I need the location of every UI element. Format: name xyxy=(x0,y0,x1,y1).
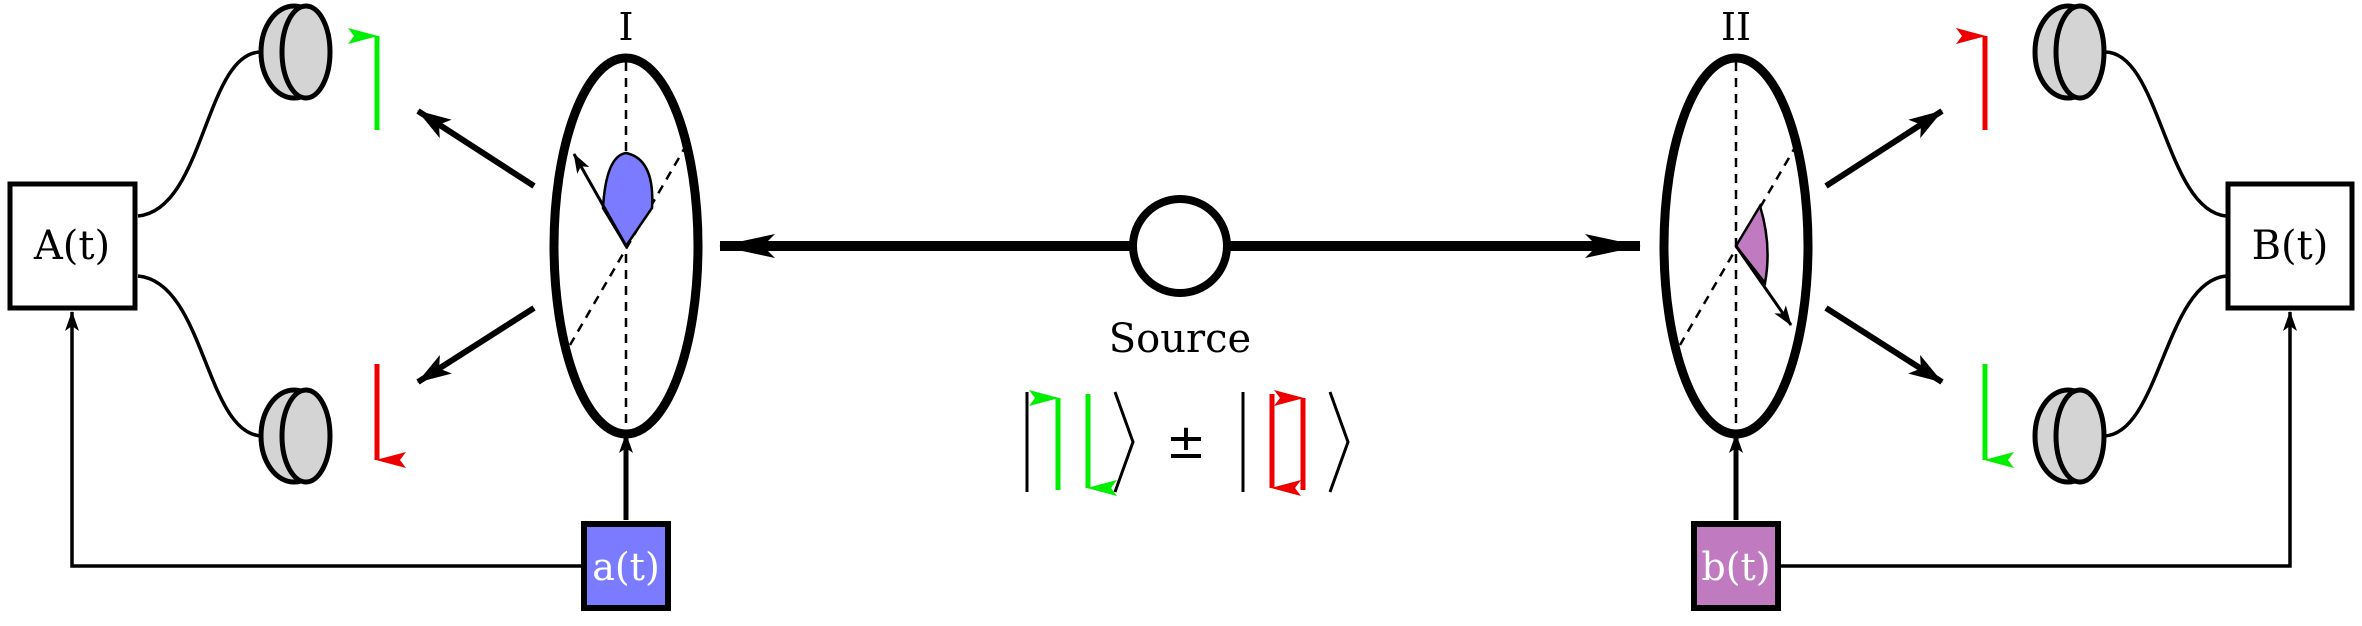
state-operator: ± xyxy=(1166,414,1206,470)
left-bottom-wire xyxy=(137,274,263,438)
analyzer-left-angle-wedge xyxy=(601,151,654,249)
box-A-label: A(t) xyxy=(33,223,110,269)
right-top-wire xyxy=(2103,50,2227,218)
right-top-detector xyxy=(2032,3,2107,101)
right-bottom-wire xyxy=(2103,274,2227,438)
setting-a-label: a(t) xyxy=(592,545,660,589)
box-A xyxy=(7,181,138,311)
analyzer-left-label: I xyxy=(618,5,633,49)
analyzer-right-angle-wedge xyxy=(1734,202,1769,286)
setting-b-label: b(t) xyxy=(1701,545,1770,589)
right-down-channel-arrow xyxy=(1824,305,1944,385)
setting-a-box xyxy=(581,521,671,611)
left-top-detector xyxy=(258,3,333,101)
right-up-channel-arrow xyxy=(1824,108,1944,189)
box-B xyxy=(2225,181,2355,311)
right-bottom-detector xyxy=(2032,387,2107,485)
left-top-wire xyxy=(137,50,263,218)
source-label: Source xyxy=(1109,316,1251,362)
left-up-channel-arrow xyxy=(416,108,536,189)
source-circle xyxy=(1129,195,1231,297)
setting-a-to-A-line xyxy=(65,311,584,568)
left-bottom-detector xyxy=(258,387,333,485)
entangled-state: ± xyxy=(1025,390,1350,496)
left-down-channel-arrow xyxy=(416,305,536,385)
analyzer-right-label: II xyxy=(1721,5,1751,49)
box-B-label: B(t) xyxy=(2252,223,2329,269)
analyzer-right: II xyxy=(1659,5,1813,439)
setting-b-to-B-line xyxy=(1778,311,2297,568)
analyzer-left: I xyxy=(549,5,703,439)
